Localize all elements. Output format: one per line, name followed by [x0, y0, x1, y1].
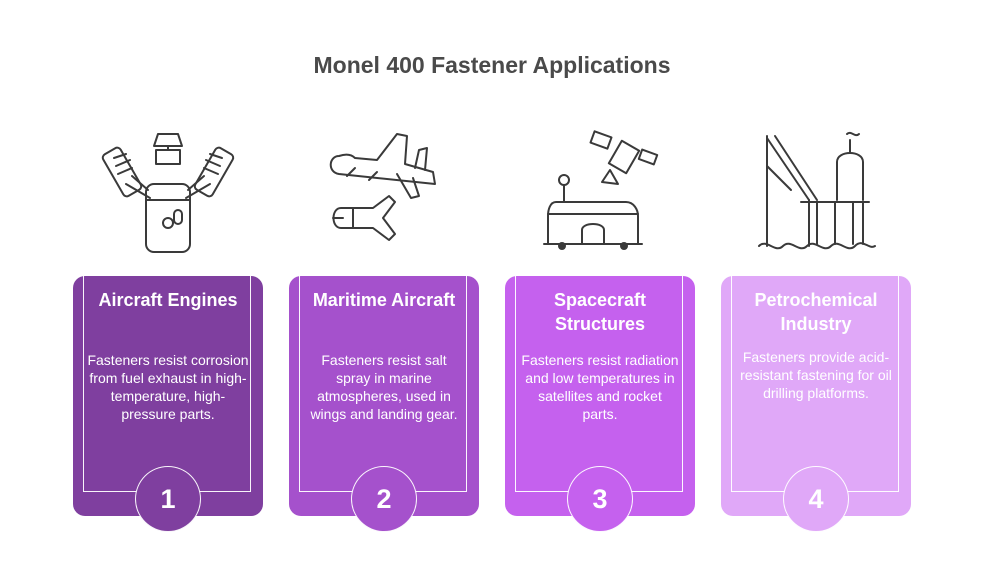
step-number-badge: 2 — [351, 466, 417, 532]
aircraft-engine-icon — [98, 126, 238, 256]
satellite-and-rover-icon — [530, 126, 670, 256]
step-number-badge: 3 — [567, 466, 633, 532]
step-number-badge: 4 — [783, 466, 849, 532]
step-number-badge: 1 — [135, 466, 201, 532]
card-title: Maritime Aircraft — [312, 290, 456, 310]
card-title: Petrochemical Industry — [754, 290, 878, 334]
card-title: Spacecraft Structures — [553, 290, 647, 334]
card-description: Fasteners resist radiation and low tempe… — [521, 352, 679, 422]
card-description: Fasteners provide acid-resistant fasteni… — [740, 349, 892, 401]
card-description: Fasteners resist salt spray in marine at… — [310, 352, 458, 422]
card-description: Fasteners resist corrosion from fuel exh… — [87, 352, 249, 422]
card-title: Aircraft Engines — [98, 290, 238, 310]
page-title: Monel 400 Fastener Applications — [313, 52, 671, 78]
oil-platform-icon — [745, 126, 885, 256]
plane-and-missile-icon — [315, 126, 455, 256]
application-card-maritime-aircraft: Maritime Aircraft Fasteners resist salt … — [289, 276, 479, 516]
